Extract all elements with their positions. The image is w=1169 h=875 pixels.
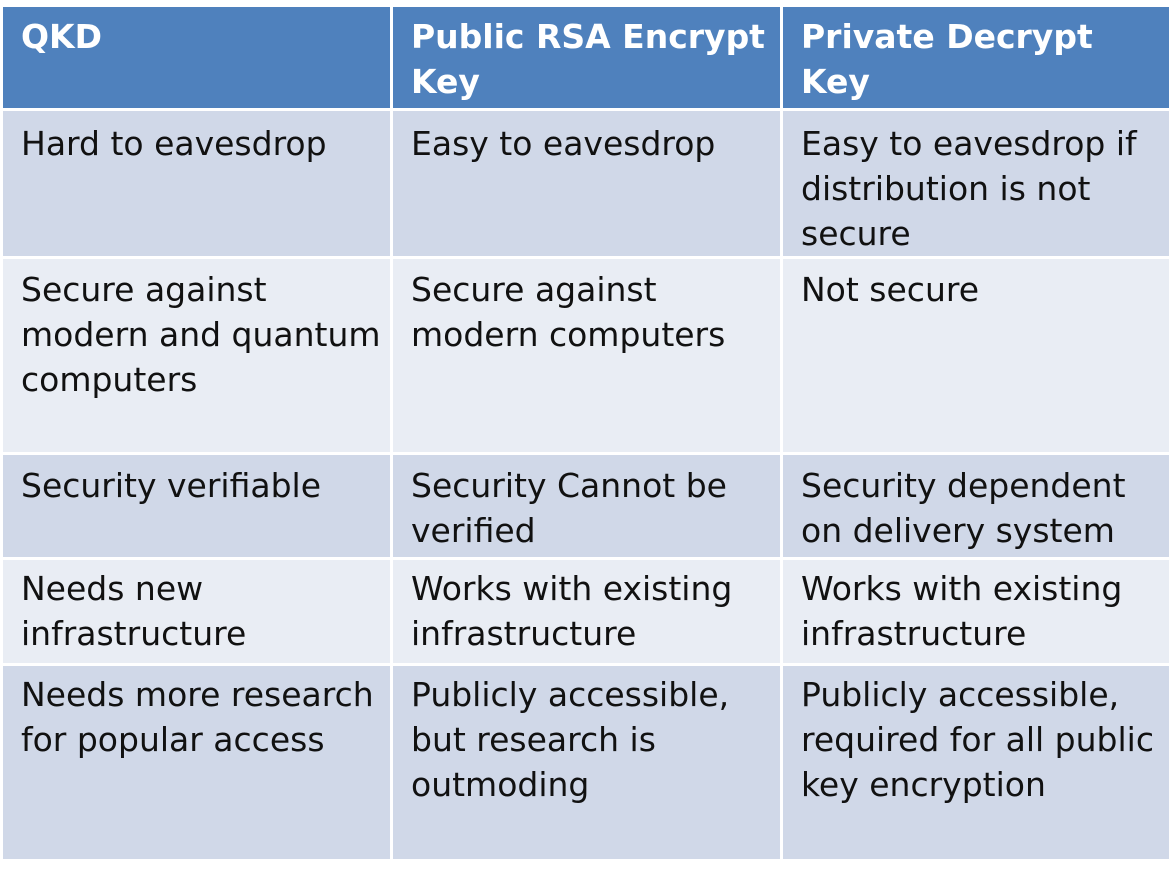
- table-row: Secure against modern and quantum comput…: [0, 256, 1169, 455]
- table-cell: Security Cannot be verified: [390, 452, 783, 560]
- header-cell-private-decrypt-key: Private Decrypt Key: [780, 4, 1169, 111]
- table-cell: Security dependent on delivery system: [780, 452, 1169, 560]
- table-cell: Needs new infrastructure: [0, 557, 393, 666]
- table-cell: Secure against modern computers: [390, 256, 783, 455]
- table-row: Hard to eavesdrop Easy to eavesdrop Easy…: [0, 108, 1169, 259]
- table-cell: Easy to eavesdrop: [390, 108, 783, 259]
- header-row: QKD Public RSA Encrypt Key Private Decry…: [0, 4, 1169, 111]
- comparison-table: QKD Public RSA Encrypt Key Private Decry…: [0, 4, 1169, 862]
- table-cell: Publicly accessible, required for all pu…: [780, 663, 1169, 862]
- table-cell: Hard to eavesdrop: [0, 108, 393, 259]
- table-cell: Needs more research for popular access: [0, 663, 393, 862]
- table-row: Needs new infrastructure Works with exis…: [0, 557, 1169, 666]
- table-cell: Works with existing infrastructure: [780, 557, 1169, 666]
- table-cell: Security verifiable: [0, 452, 393, 560]
- table-row: Needs more research for popular access P…: [0, 663, 1169, 862]
- table-cell: Secure against modern and quantum comput…: [0, 256, 393, 455]
- table-cell: Publicly accessible, but research is out…: [390, 663, 783, 862]
- header-cell-public-rsa-encrypt-key: Public RSA Encrypt Key: [390, 4, 783, 111]
- table-row: Security verifiable Security Cannot be v…: [0, 452, 1169, 560]
- header-cell-qkd: QKD: [0, 4, 393, 111]
- table-cell: Easy to eavesdrop if distribution is not…: [780, 108, 1169, 259]
- table-cell: Works with existing infrastructure: [390, 557, 783, 666]
- table-cell: Not secure: [780, 256, 1169, 455]
